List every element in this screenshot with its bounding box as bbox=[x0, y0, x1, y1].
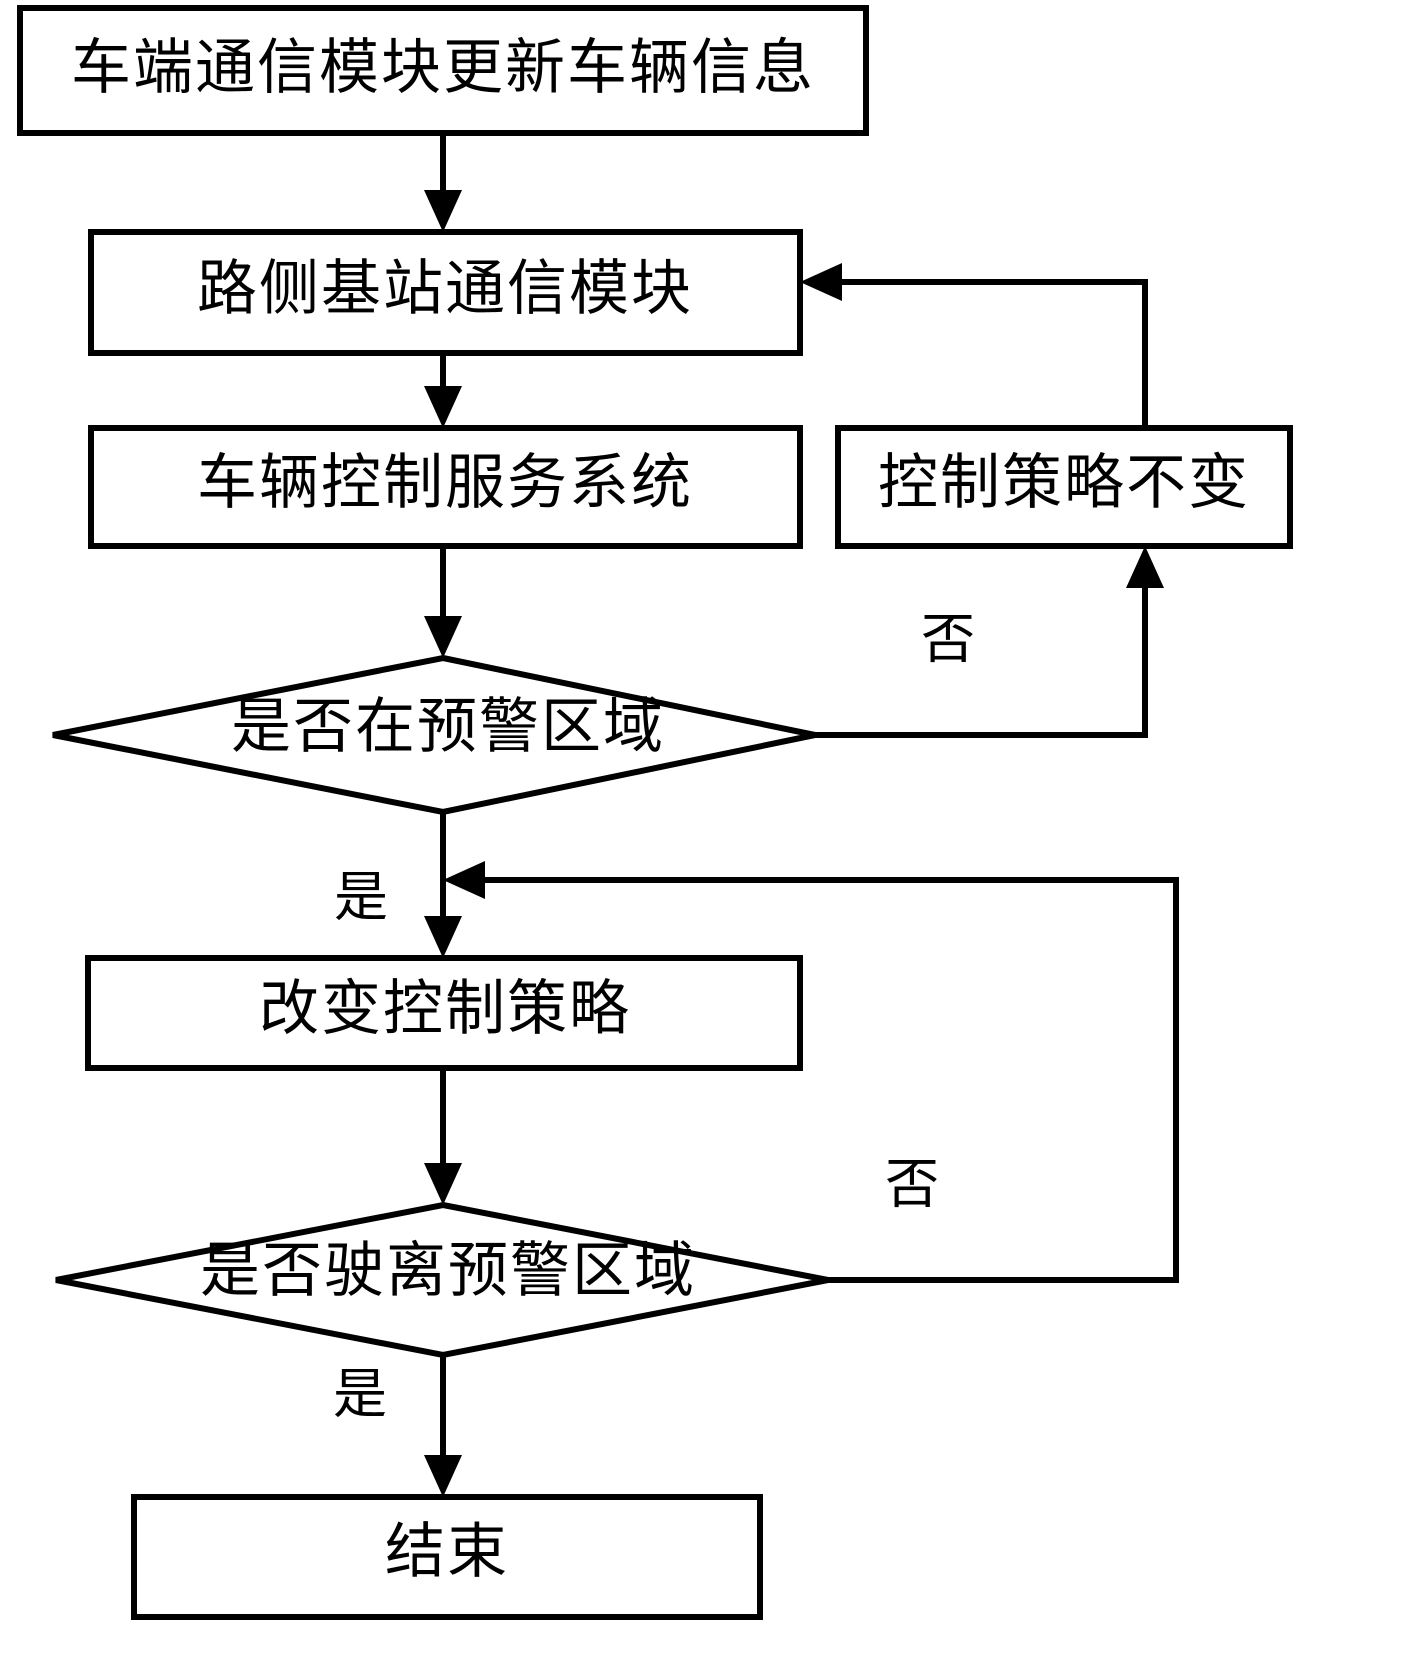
node-end[interactable]: 结束 bbox=[131, 1494, 763, 1620]
node-start[interactable]: 车端通信模块更新车辆信息 bbox=[17, 5, 869, 136]
edge-inzone-no-to-keeppolicy bbox=[815, 546, 1164, 738]
node-in-zone-label: 是否在预警区域 bbox=[231, 694, 665, 760]
node-start-label: 车端通信模块更新车辆信息 bbox=[71, 35, 815, 101]
node-keep-policy-label: 控制策略不变 bbox=[878, 450, 1250, 516]
node-in-zone[interactable]: 是否在预警区域 bbox=[52, 654, 816, 816]
node-change-policy-label: 改变控制策略 bbox=[259, 976, 631, 1042]
edge-changepolicy-to-leftzone bbox=[424, 1068, 462, 1205]
edge-roadside-to-service bbox=[424, 353, 462, 428]
edge-label-yes-upper: 是 bbox=[334, 867, 388, 927]
node-service-label: 车辆控制服务系统 bbox=[197, 450, 693, 516]
edge-label-yes-lower: 是 bbox=[333, 1364, 387, 1424]
edge-inzone-yes-to-changepolicy bbox=[424, 812, 462, 958]
edge-leftzone-no-to-changepolicy bbox=[443, 861, 1179, 1283]
node-service[interactable]: 车辆控制服务系统 bbox=[88, 425, 803, 549]
edge-start-to-roadside bbox=[424, 133, 462, 232]
node-left-zone-label: 是否驶离预警区域 bbox=[200, 1238, 696, 1304]
edge-service-to-inzone bbox=[424, 546, 462, 658]
node-left-zone[interactable]: 是否驶离预警区域 bbox=[55, 1201, 829, 1359]
edge-label-no-upper: 否 bbox=[921, 609, 975, 669]
node-end-label: 结束 bbox=[385, 1519, 509, 1585]
edge-leftzone-yes-to-end bbox=[424, 1355, 462, 1497]
node-roadside[interactable]: 路侧基站通信模块 bbox=[88, 229, 803, 356]
node-roadside-label: 路侧基站通信模块 bbox=[197, 256, 693, 322]
node-change-policy[interactable]: 改变控制策略 bbox=[85, 955, 803, 1071]
edge-keeppolicy-to-roadside bbox=[800, 263, 1148, 428]
node-keep-policy[interactable]: 控制策略不变 bbox=[835, 425, 1293, 549]
edge-label-no-lower: 否 bbox=[885, 1154, 939, 1214]
